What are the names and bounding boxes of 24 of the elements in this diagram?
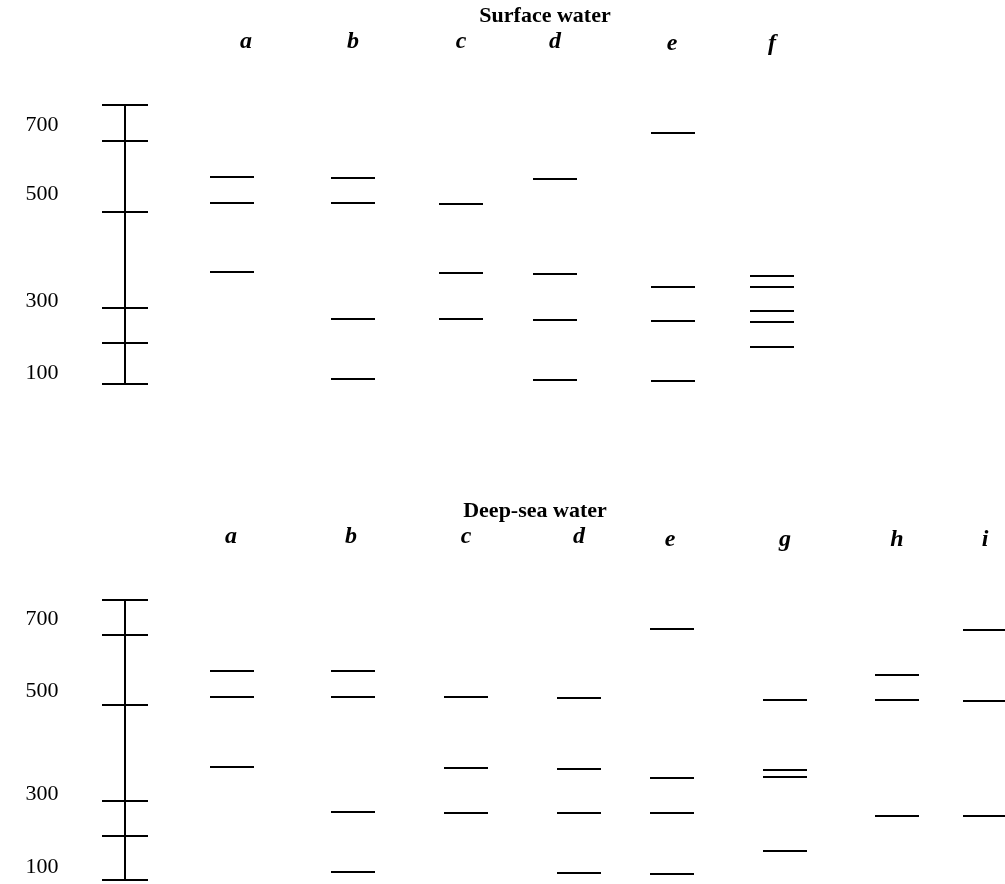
lane-label: c bbox=[460, 523, 472, 547]
lane-label: h bbox=[890, 526, 904, 550]
lane-label: d bbox=[549, 28, 561, 52]
lane-label: a bbox=[240, 28, 252, 52]
lane-label: e bbox=[664, 526, 676, 550]
size-label: 500 bbox=[25, 182, 59, 204]
lane-label: b bbox=[347, 28, 359, 52]
lane-label: e bbox=[666, 30, 678, 54]
lane-label: g bbox=[779, 526, 791, 550]
size-label: 100 bbox=[25, 855, 59, 877]
size-label: 500 bbox=[25, 679, 59, 701]
size-label: 300 bbox=[25, 289, 59, 311]
lane-label: d bbox=[573, 523, 585, 547]
lane-label: f bbox=[768, 30, 776, 54]
lane-label: c bbox=[455, 28, 467, 52]
lane-label: a bbox=[225, 523, 237, 547]
size-label: 100 bbox=[25, 361, 59, 383]
size-label: 700 bbox=[25, 113, 59, 135]
lane-label: i bbox=[981, 526, 989, 550]
lane-label: b bbox=[345, 523, 357, 547]
size-label: 700 bbox=[25, 607, 59, 629]
panel-heading: Deep-sea water bbox=[463, 499, 607, 521]
panel-heading: Surface water bbox=[479, 4, 611, 26]
size-label: 300 bbox=[25, 782, 59, 804]
